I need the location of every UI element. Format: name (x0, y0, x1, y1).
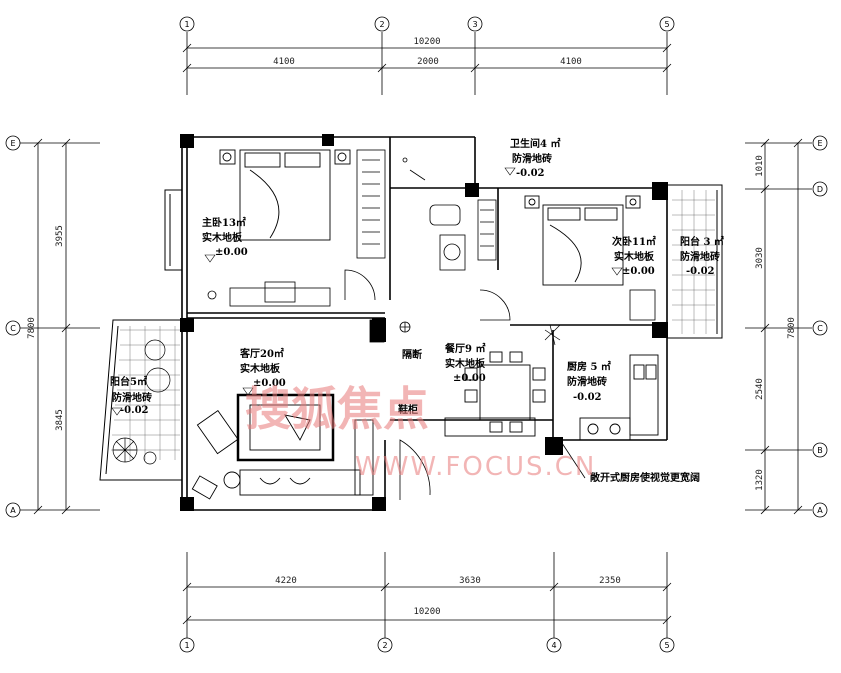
bathroom-level: -0.02 (516, 168, 545, 179)
axis-right-D: D (817, 185, 823, 194)
kitchen-level: -0.02 (573, 392, 602, 403)
plants (112, 324, 561, 465)
master-door-swing (344, 269, 376, 301)
living-room-floor: 实木地板 (240, 362, 281, 375)
left-total-dim: 7800 (27, 317, 37, 339)
axis-right-E: E (817, 139, 822, 148)
left-dim-2: 3845 (55, 409, 65, 431)
master-bedroom-floor: 实木地板 (202, 231, 243, 244)
right-axis-bubbles (812, 135, 828, 518)
bottom-dim-3: 2350 (599, 576, 621, 586)
right-dim-3: 2540 (755, 378, 765, 400)
axis-top-5: 5 (664, 20, 669, 29)
left-dimensions (20, 138, 100, 515)
axis-bottom-2: 2 (382, 641, 387, 650)
living-room-furniture (191, 393, 374, 500)
dining-table (444, 351, 546, 437)
master-bedroom-level: ±0.00 (215, 247, 248, 258)
bathroom-fixtures (402, 157, 497, 271)
top-dim-3: 4100 (560, 57, 582, 67)
bottom-dim-2: 3630 (459, 576, 481, 586)
right-balcony-floor: 防滑地砖 (680, 250, 720, 263)
right-dim-1: 1010 (755, 155, 765, 177)
axis-bottom-5: 5 (664, 641, 669, 650)
second-bed (524, 195, 641, 286)
shoe-cabinet-label: 鞋柜 (398, 403, 418, 416)
open-kitchen-leader (559, 439, 586, 479)
kitchen-counter (579, 354, 659, 441)
watermark-logo: 搜狐焦点 (245, 382, 429, 436)
bathroom-name: 卫生间4 ㎡ (510, 137, 560, 150)
bathroom-floor: 防滑地砖 (512, 152, 552, 165)
axis-right-A: A (817, 506, 823, 515)
second-bedroom-desk (629, 289, 656, 321)
dining-room-name: 餐厅9 ㎡ (444, 342, 485, 355)
axis-bottom-1: 1 (184, 641, 189, 650)
left-balcony (99, 319, 182, 481)
top-dimensions (182, 32, 672, 95)
top-dim-2: 2000 (417, 57, 439, 67)
axis-top-2: 2 (379, 20, 384, 29)
right-dim-2: 3030 (755, 247, 765, 269)
axis-left-C: C (10, 324, 16, 333)
master-bedroom-name: 主卧13㎡ (202, 216, 246, 229)
axis-right-C: C (817, 324, 823, 333)
open-kitchen-note: 敞开式厨房使视觉更宽阔 (590, 471, 700, 484)
living-room-level: ±0.00 (253, 378, 286, 389)
watermark-url: WWW.FOCUS.CN (355, 452, 596, 482)
living-room-name: 客厅20㎡ (239, 347, 284, 360)
axis-top-1: 1 (184, 20, 189, 29)
room-label-right-balcony: 阳台 3 ㎡ 防滑地砖 -0.02 (680, 235, 724, 277)
room-label-second-bedroom: 次卧11㎡ 实木地板 ±0.00 (612, 235, 656, 277)
room-label-kitchen: 厨房 5 ㎡ 防滑地砖 -0.02 (567, 360, 611, 403)
right-balcony-name: 阳台 3 ㎡ (680, 235, 724, 248)
left-axis-bubbles (5, 135, 21, 518)
top-total-dim: 10200 (413, 37, 440, 47)
left-balcony-floor: 防滑地砖 (112, 391, 152, 404)
bay-window (164, 189, 182, 271)
room-label-left-balcony: 阳台5㎡ 防滑地砖 -0.02 (110, 375, 152, 416)
second-bedroom-level: ±0.00 (622, 266, 655, 277)
master-bed (219, 149, 351, 241)
second-bedroom-name: 次卧11㎡ (612, 235, 656, 248)
right-balcony-level: -0.02 (686, 266, 715, 277)
dining-room-floor: 实木地板 (445, 357, 486, 370)
right-balcony (667, 184, 723, 339)
left-balcony-name: 阳台5㎡ (110, 375, 147, 388)
partition-marker (369, 319, 411, 343)
bottom-axis-bubbles (179, 637, 675, 653)
second-bedroom-door-swing (479, 289, 511, 321)
partition-label: 隔断 (402, 348, 422, 361)
room-label-master-bedroom: 主卧13㎡ 实木地板 ±0.00 (202, 216, 248, 258)
desk-master (207, 281, 331, 307)
kitchen-floor: 防滑地砖 (567, 375, 607, 388)
right-total-dim: 7800 (787, 317, 797, 339)
right-dimensions (745, 138, 812, 515)
axis-left-A: A (10, 506, 16, 515)
top-dim-1: 4100 (273, 57, 295, 67)
second-bedroom-floor: 实木地板 (614, 250, 655, 263)
room-label-living-room: 客厅20㎡ 实木地板 ±0.00 (239, 347, 286, 389)
kitchen-name: 厨房 5 ㎡ (567, 360, 611, 373)
bottom-dimensions (182, 552, 672, 640)
dining-room-level: ±0.00 (453, 373, 486, 384)
right-dim-4: 1320 (755, 469, 765, 491)
level-markers (111, 167, 623, 416)
left-dim-1: 3955 (55, 225, 65, 247)
wardrobe-master (356, 149, 386, 259)
room-label-dining-room: 餐厅9 ㎡ 实木地板 ±0.00 (444, 342, 486, 384)
top-axis-bubbles (179, 16, 675, 32)
axis-bottom-4: 4 (551, 641, 556, 650)
left-balcony-level: -0.02 (120, 405, 149, 416)
axis-left-E: E (10, 139, 15, 148)
axis-right-B: B (817, 446, 823, 455)
room-label-bathroom: 卫生间4 ㎡ 防滑地砖 -0.02 (510, 137, 560, 179)
entry-door-swing (399, 439, 431, 500)
bottom-total-dim: 10200 (413, 607, 440, 617)
bottom-dim-1: 4220 (275, 576, 297, 586)
axis-top-3: 3 (472, 20, 477, 29)
